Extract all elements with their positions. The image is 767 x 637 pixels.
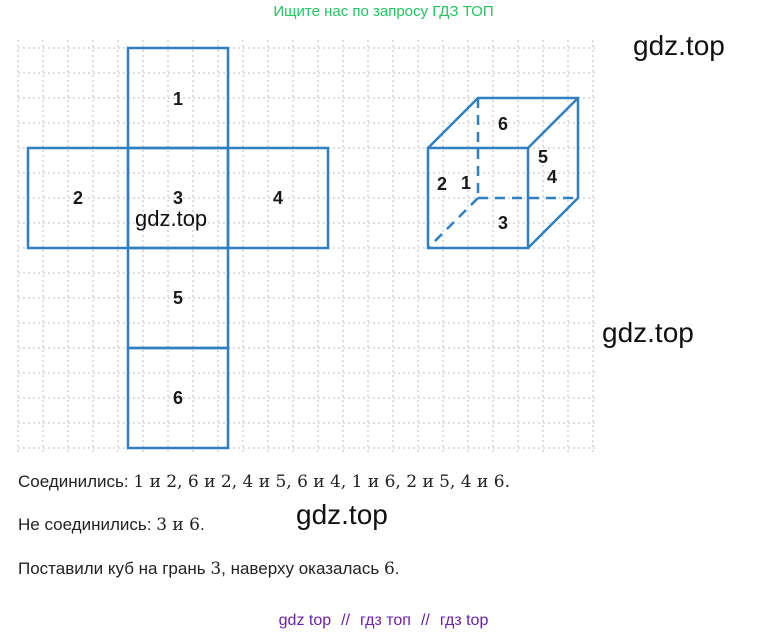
- footer-sep-1: //: [341, 612, 351, 629]
- cube-label-4: 4: [547, 167, 557, 187]
- cube-label-5: 5: [538, 147, 548, 167]
- connected-prefix: Соединились:: [18, 472, 134, 491]
- placed-prefix: Поставили куб на грань: [18, 559, 211, 578]
- placed-top: 6: [383, 559, 395, 579]
- placed-middle: , наверху оказалась: [221, 559, 384, 578]
- footer-item-1: gdz top: [278, 612, 332, 629]
- cube-hidden-edges: [427, 98, 578, 249]
- net-label-2: 2: [73, 188, 83, 208]
- footer: gdz top // гдз топ // гдз top: [0, 612, 767, 630]
- placed-line: Поставили куб на грань 3, наверху оказал…: [18, 559, 400, 579]
- cube-front-face: [426, 146, 530, 250]
- not-connected-prefix: Не соединились:: [18, 515, 157, 534]
- cube-label-3: 3: [498, 213, 508, 233]
- net-label-1: 1: [173, 89, 183, 109]
- not-connected-suffix: .: [199, 515, 205, 534]
- net-face-4: [226, 146, 330, 250]
- not-connected-line: Не соединились: 3 и 6.: [18, 515, 205, 535]
- net-label-3: 3: [173, 188, 183, 208]
- assembled-cube: [426, 96, 580, 250]
- cube-label-6: 6: [498, 114, 508, 134]
- connected-pairs: 1 и 2, 6 и 2, 4 и 5, 6 и 4, 1 и 6, 2 и 5…: [133, 472, 510, 492]
- cube-label-2: 2: [437, 174, 447, 194]
- not-connected-pair: 3 и 6: [156, 515, 200, 535]
- watermark-middle-right: gdz.top: [602, 317, 694, 348]
- placed-suffix: .: [394, 559, 400, 578]
- watermark-top-right: gdz.top: [633, 30, 725, 61]
- header-text: Ищите нас по запросу ГДЗ ТОП: [273, 3, 494, 20]
- footer-item-2: гдз топ: [360, 612, 411, 629]
- net-label-6: 6: [173, 388, 183, 408]
- cube-net: [26, 46, 330, 450]
- connected-line: Соединились: 1 и 2, 6 и 2, 4 и 5, 6 и 4,…: [18, 472, 510, 492]
- watermark-below-text: gdz.top: [296, 499, 388, 530]
- figure-canvas: 1 2 3 4 5 6 6 2 1 5 4 3: [17, 40, 598, 455]
- placed-face: 3: [210, 559, 222, 579]
- watermark-on-net: gdz.top: [135, 206, 208, 231]
- footer-item-3: гдз top: [439, 612, 489, 629]
- cube-top-right-edge: [527, 97, 579, 149]
- net-label-5: 5: [173, 288, 183, 308]
- cube-label-1: 1: [461, 173, 471, 193]
- net-label-4: 4: [273, 188, 283, 208]
- net-face-6: [126, 346, 230, 450]
- footer-sep-2: //: [420, 612, 430, 629]
